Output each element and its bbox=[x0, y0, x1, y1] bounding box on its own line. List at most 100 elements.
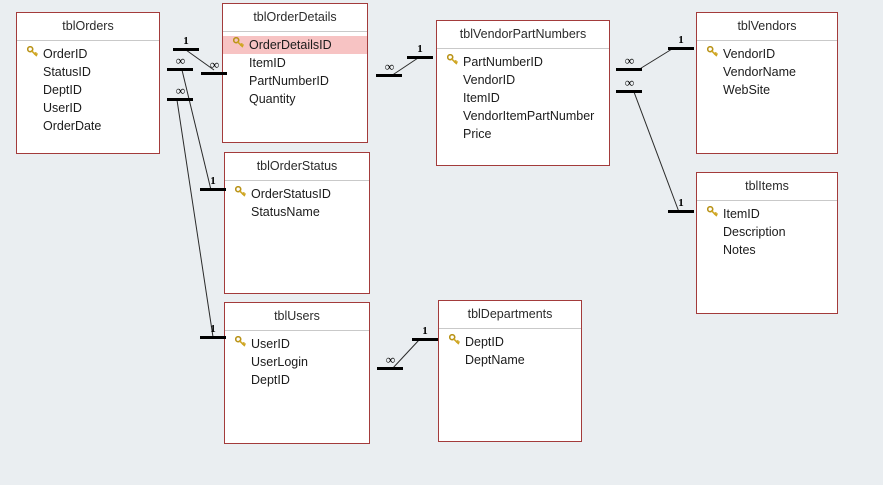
infinity-glyph: ∞ bbox=[384, 59, 394, 74]
field-name: Quantity bbox=[249, 92, 296, 106]
field-row-tblOrders-UserID[interactable]: UserID bbox=[17, 99, 159, 117]
cardinality-marker-rel-orders-users-from: ∞ bbox=[167, 84, 193, 101]
cardinality-bar bbox=[376, 74, 402, 77]
field-row-tblOrderStatus-StatusName[interactable]: StatusName bbox=[225, 203, 369, 221]
field-name: Description bbox=[723, 225, 786, 239]
cardinality-marker-rel-users-departments-from: ∞ bbox=[377, 352, 403, 370]
cardinality-marker-rel-vendorpartnumbers-items-from: ∞ bbox=[616, 75, 642, 93]
field-name: OrderDate bbox=[43, 119, 102, 133]
field-row-tblDepartments-DeptName[interactable]: DeptName bbox=[439, 351, 581, 369]
field-list-tblOrderStatus: OrderStatusID StatusName bbox=[225, 181, 369, 221]
infinity-glyph: ∞ bbox=[624, 75, 634, 90]
field-name: ItemID bbox=[723, 207, 760, 221]
field-row-tblOrders-DeptID[interactable]: DeptID bbox=[17, 81, 159, 99]
field-row-tblVendors-VendorID[interactable]: VendorID bbox=[697, 45, 837, 63]
field-name: OrderStatusID bbox=[251, 187, 331, 201]
field-row-tblUsers-UserID[interactable]: UserID bbox=[225, 335, 369, 353]
cardinality-bar bbox=[407, 56, 433, 59]
table-title-tblVendorPartNumbers[interactable]: tblVendorPartNumbers bbox=[437, 21, 609, 49]
table-title-tblDepartments[interactable]: tblDepartments bbox=[439, 301, 581, 329]
table-title-tblUsers[interactable]: tblUsers bbox=[225, 303, 369, 331]
cardinality-bar bbox=[201, 72, 227, 75]
field-row-tblUsers-UserLogin[interactable]: UserLogin bbox=[225, 353, 369, 371]
table-title-tblOrders[interactable]: tblOrders bbox=[17, 13, 159, 41]
field-name: VendorID bbox=[463, 73, 516, 87]
field-name: WebSite bbox=[723, 83, 771, 97]
cardinality-bar bbox=[668, 210, 694, 213]
cardinality-marker-rel-vendorpartnumbers-items-to: 1 bbox=[668, 198, 694, 213]
relationship-line-rel-vendorpartnumbers-items[interactable] bbox=[633, 91, 680, 213]
field-row-tblVendors-VendorName[interactable]: VendorName bbox=[697, 63, 837, 81]
field-name: DeptName bbox=[465, 353, 525, 367]
field-row-tblVendorPartNumbers-VendorItemPartNumber[interactable]: VendorItemPartNumber bbox=[437, 107, 609, 125]
key-icon bbox=[703, 205, 721, 223]
cardinality-marker-rel-orderdetails-vendorpartnumbers-from: ∞ bbox=[376, 59, 402, 77]
relationship-line-rel-orders-users[interactable] bbox=[176, 99, 214, 338]
field-row-tblOrders-StatusID[interactable]: StatusID bbox=[17, 63, 159, 81]
cardinality-bar bbox=[167, 68, 193, 71]
key-icon bbox=[231, 335, 249, 353]
table-title-tblOrderDetails[interactable]: tblOrderDetails bbox=[223, 4, 367, 32]
field-row-tblVendorPartNumbers-ItemID[interactable]: ItemID bbox=[437, 89, 609, 107]
field-name: DeptID bbox=[251, 373, 290, 387]
table-title-tblOrderStatus[interactable]: tblOrderStatus bbox=[225, 153, 369, 181]
field-name: StatusName bbox=[251, 205, 320, 219]
field-name: DeptID bbox=[465, 335, 504, 349]
field-list-tblOrderDetails: OrderDetailsID ItemID PartNumberID Quantity bbox=[223, 32, 367, 108]
infinity-glyph: ∞ bbox=[385, 352, 395, 367]
field-row-tblOrderDetails-OrderDetailsID[interactable]: OrderDetailsID bbox=[223, 36, 367, 54]
field-row-tblOrders-OrderDate[interactable]: OrderDate bbox=[17, 117, 159, 135]
cardinality-marker-rel-orders-orderstatus-to: 1 bbox=[200, 176, 226, 191]
field-row-tblOrderDetails-ItemID[interactable]: ItemID bbox=[223, 54, 367, 72]
one-glyph: 1 bbox=[210, 175, 216, 187]
relationship-line-rel-vendorpartnumbers-vendors[interactable] bbox=[637, 48, 673, 71]
field-name: VendorName bbox=[723, 65, 796, 79]
field-name: ItemID bbox=[249, 56, 286, 70]
field-row-tblVendorPartNumbers-Price[interactable]: Price bbox=[437, 125, 609, 143]
field-row-tblOrders-OrderID[interactable]: OrderID bbox=[17, 45, 159, 63]
infinity-glyph: ∞ bbox=[175, 53, 185, 68]
field-row-tblVendorPartNumbers-VendorID[interactable]: VendorID bbox=[437, 71, 609, 89]
field-row-tblItems-Description[interactable]: Description bbox=[697, 223, 837, 241]
cardinality-bar bbox=[377, 367, 403, 370]
cardinality-marker-rel-vendorpartnumbers-vendors-to: 1 bbox=[668, 35, 694, 50]
field-row-tblDepartments-DeptID[interactable]: DeptID bbox=[439, 333, 581, 351]
infinity-glyph: ∞ bbox=[624, 53, 634, 68]
cardinality-marker-rel-users-departments-to: 1 bbox=[412, 326, 438, 341]
field-name: VendorID bbox=[723, 47, 776, 61]
field-name: UserID bbox=[251, 337, 290, 351]
table-title-tblVendors[interactable]: tblVendors bbox=[697, 13, 837, 41]
table-title-tblItems[interactable]: tblItems bbox=[697, 173, 837, 201]
key-icon bbox=[229, 36, 247, 54]
field-row-tblVendorPartNumbers-PartNumberID[interactable]: PartNumberID bbox=[437, 53, 609, 71]
field-row-tblUsers-DeptID[interactable]: DeptID bbox=[225, 371, 369, 389]
field-name: DeptID bbox=[43, 83, 82, 97]
field-name: OrderDetailsID bbox=[249, 38, 332, 52]
field-row-tblOrderStatus-OrderStatusID[interactable]: OrderStatusID bbox=[225, 185, 369, 203]
field-name: PartNumberID bbox=[463, 55, 543, 69]
one-glyph: 1 bbox=[417, 43, 423, 55]
cardinality-marker-rel-orderdetails-vendorpartnumbers-to: 1 bbox=[407, 44, 433, 59]
one-glyph: 1 bbox=[678, 34, 684, 46]
cardinality-marker-rel-vendorpartnumbers-vendors-from: ∞ bbox=[616, 53, 642, 71]
cardinality-marker-rel-orders-users-to: 1 bbox=[200, 324, 226, 339]
cardinality-bar bbox=[616, 90, 642, 93]
field-name: UserLogin bbox=[251, 355, 308, 369]
field-row-tblOrderDetails-Quantity[interactable]: Quantity bbox=[223, 90, 367, 108]
field-row-tblItems-Notes[interactable]: Notes bbox=[697, 241, 837, 259]
field-row-tblItems-ItemID[interactable]: ItemID bbox=[697, 205, 837, 223]
field-row-tblOrderDetails-PartNumberID[interactable]: PartNumberID bbox=[223, 72, 367, 90]
field-row-tblVendors-WebSite[interactable]: WebSite bbox=[697, 81, 837, 99]
